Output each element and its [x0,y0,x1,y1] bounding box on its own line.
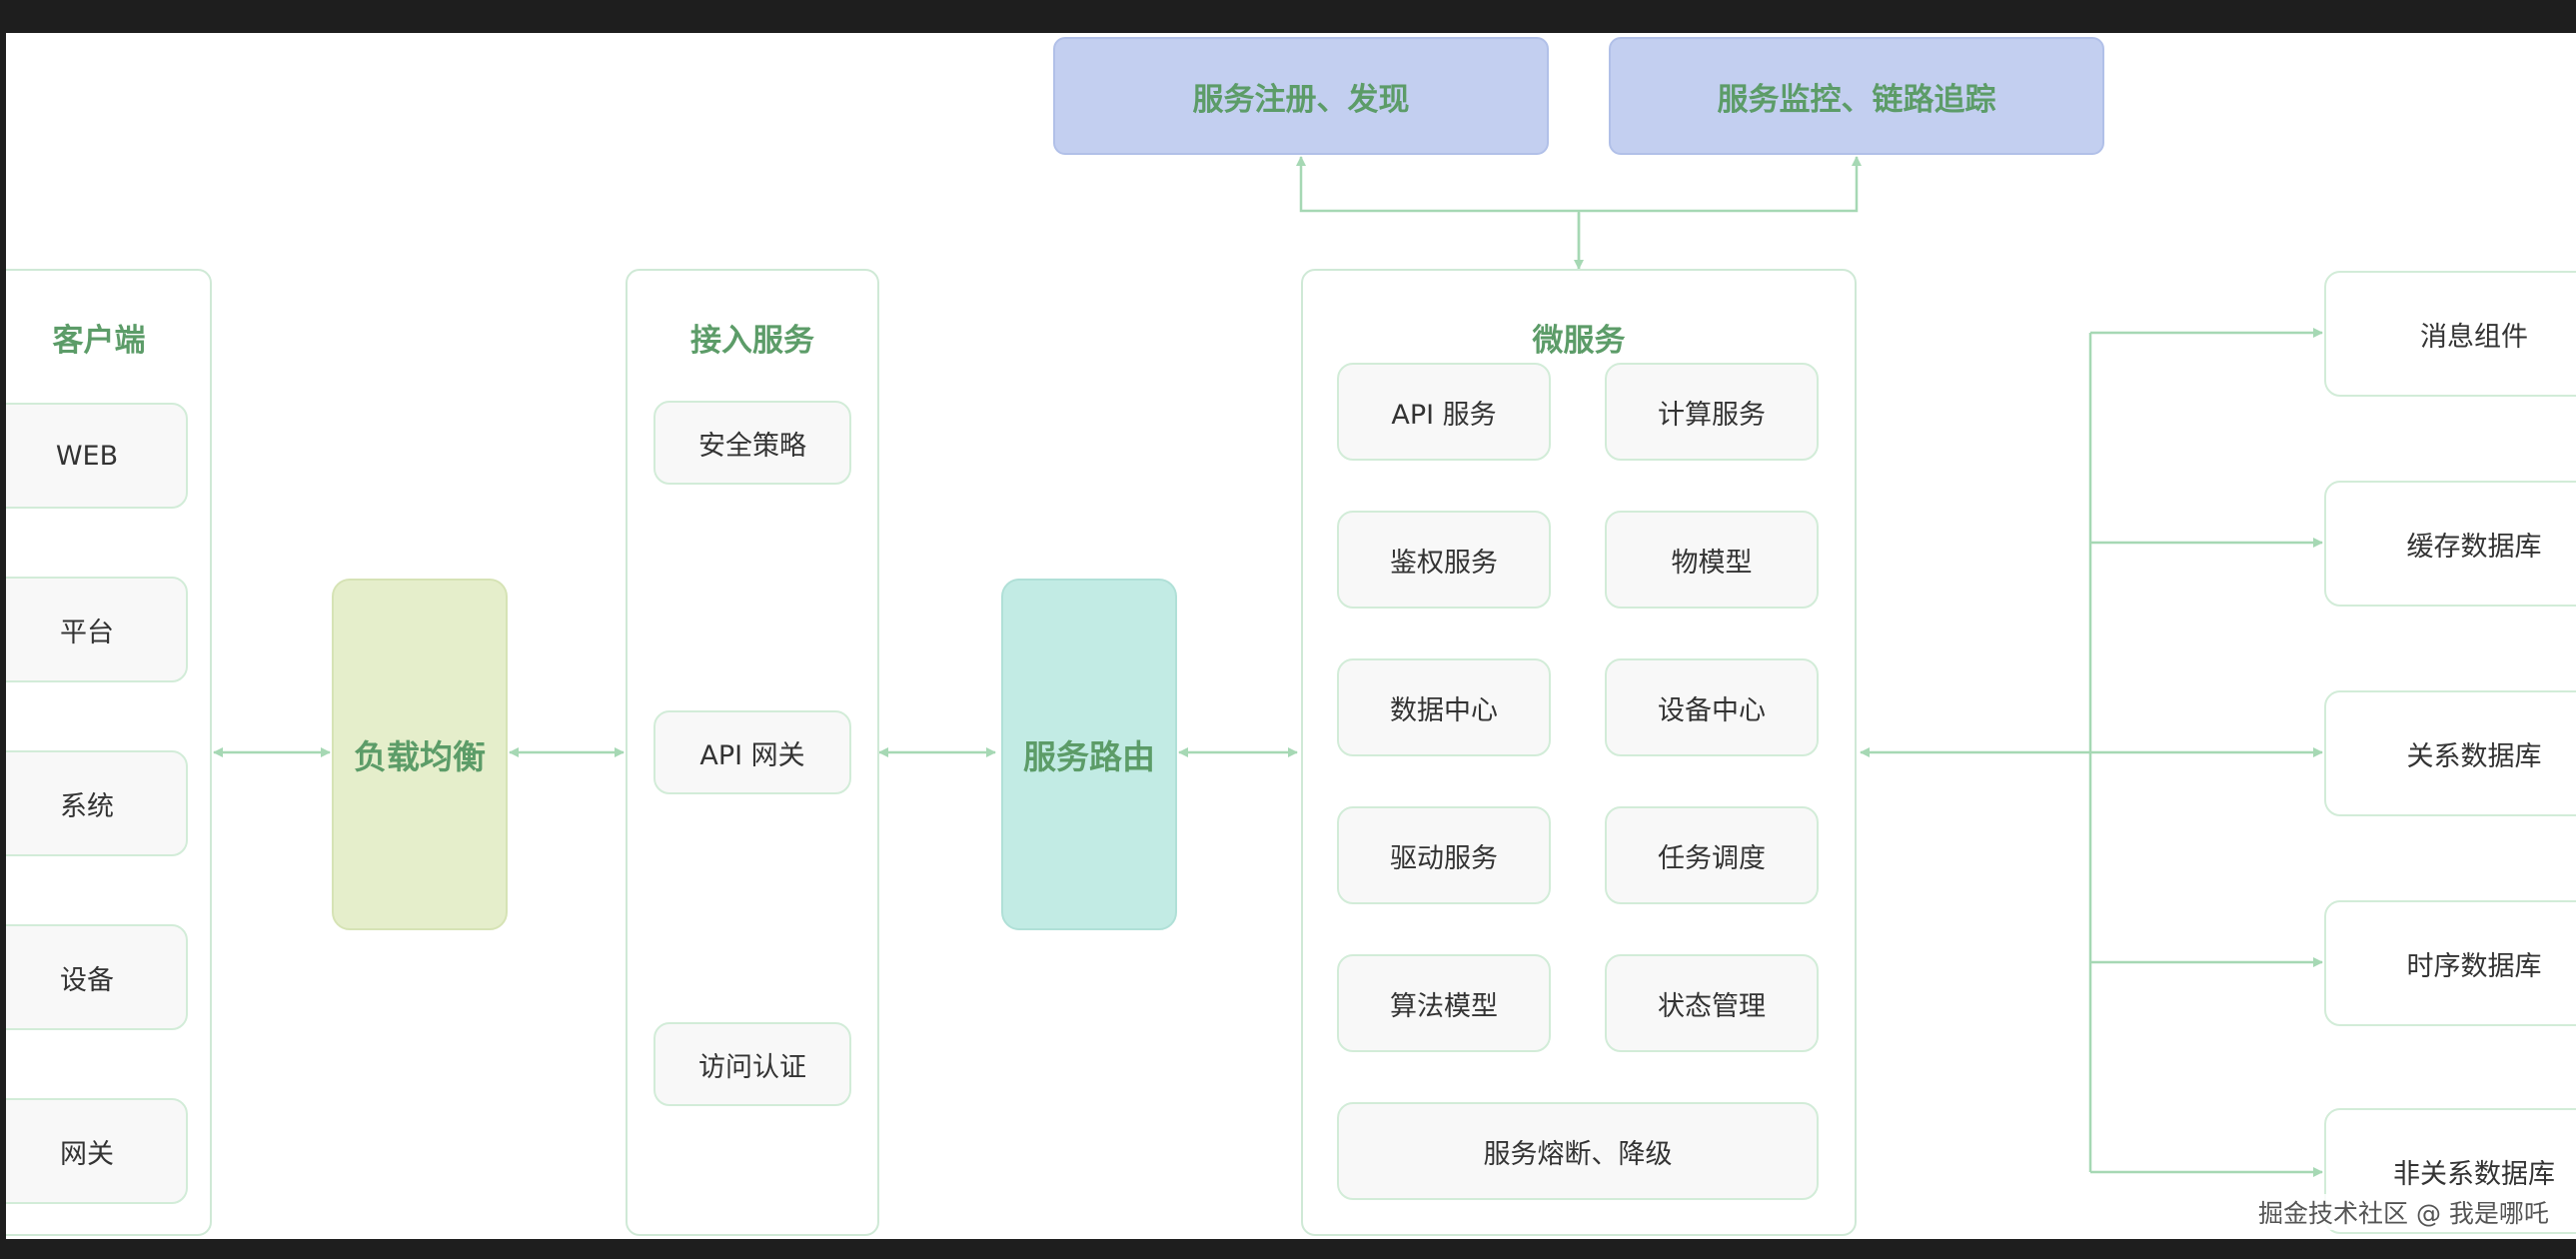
microservice-title: 微服务 [1532,323,1626,359]
micro-item-state-management: 状态管理 [1605,954,1819,1052]
client-item-platform: 平台 [6,577,188,682]
storage-item-timeseries-db: 时序数据库 [2324,900,2576,1026]
client-item-gateway: 网关 [6,1098,188,1204]
service-router-box: 服务路由 [1001,579,1177,930]
service-monitoring-label: 服务监控、链路追踪 [1717,81,1996,118]
line-micro-to-registry [1296,156,1579,213]
service-registry-box: 服务注册、发现 [1053,37,1549,155]
storage-item-relational-db: 关系数据库 [2324,690,2576,816]
watermark: 掘金技术社区 @ 我是哪吒 [2258,1194,2549,1230]
micro-item-device-center: 设备中心 [1605,658,1819,756]
storage-item-message: 消息组件 [2324,271,2576,397]
access-item-access-auth: 访问认证 [653,1022,851,1106]
micro-item-compute-service: 计算服务 [1605,363,1819,461]
load-balancer-label: 负载均衡 [354,737,486,776]
micro-item-thing-model: 物模型 [1605,511,1819,609]
diagram-canvas: 服务注册、发现 服务监控、链路追踪 客户端 WEB 平台 系统 设备 网关 负载… [6,33,2576,1239]
client-title: 客户端 [52,323,146,359]
connector-lines [213,156,2323,1177]
access-service-title: 接入服务 [690,323,814,359]
micro-item-algorithm-model: 算法模型 [1337,954,1551,1052]
access-item-api-gateway: API 网关 [653,710,851,794]
micro-item-task-scheduling: 任务调度 [1605,806,1819,904]
access-item-security-policy: 安全策略 [653,401,851,485]
micro-item-api-service: API 服务 [1337,363,1551,461]
client-item-web: WEB [6,403,188,509]
service-router-label: 服务路由 [1023,737,1155,776]
line-micro-to-monitoring [1579,156,1862,213]
service-monitoring-box: 服务监控、链路追踪 [1609,37,2104,155]
client-item-device: 设备 [6,924,188,1030]
storage-item-cache-db: 缓存数据库 [2324,481,2576,607]
micro-item-circuit-breaker: 服务熔断、降级 [1337,1102,1819,1200]
load-balancer-box: 负载均衡 [332,579,508,930]
micro-item-driver-service: 驱动服务 [1337,806,1551,904]
client-item-system: 系统 [6,750,188,856]
service-registry-label: 服务注册、发现 [1192,81,1410,118]
micro-item-data-center: 数据中心 [1337,658,1551,756]
micro-item-auth-service: 鉴权服务 [1337,511,1551,609]
